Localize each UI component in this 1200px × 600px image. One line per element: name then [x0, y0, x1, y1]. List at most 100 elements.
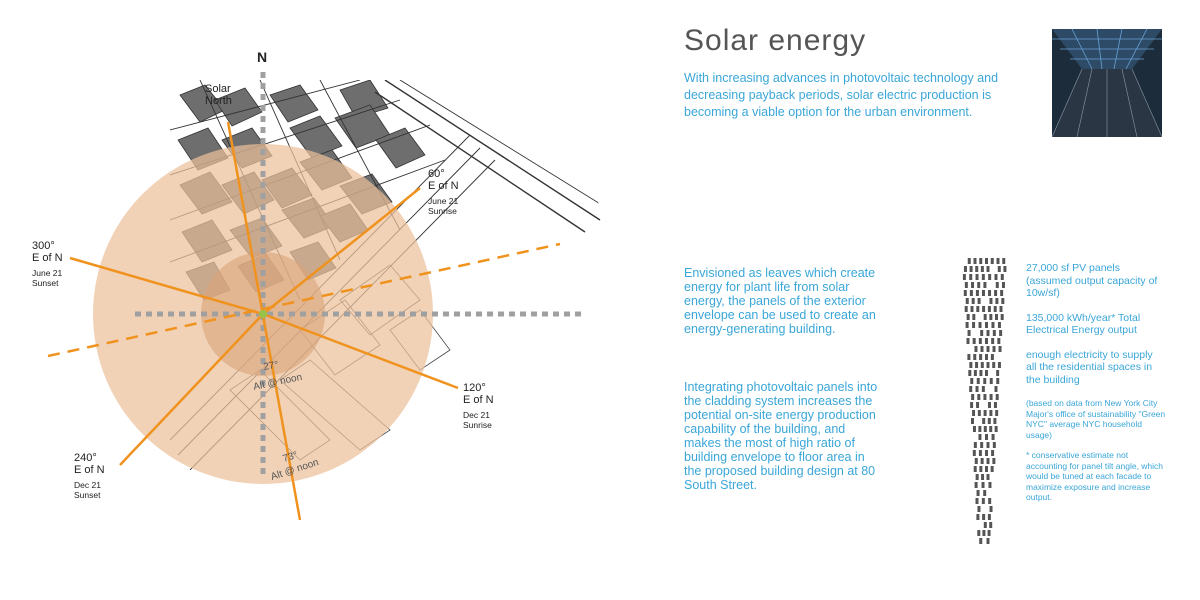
pv-panel-cell	[980, 458, 984, 464]
june-sunset-angle: 300°	[32, 240, 55, 252]
pv-panel-cell	[982, 306, 986, 312]
pv-panel-cell	[986, 458, 990, 464]
pv-panel-cell	[1002, 258, 1006, 264]
dec-sunrise-label: 120° E of N Dec 21 Sunrise	[463, 382, 503, 430]
pv-panel-cell	[981, 386, 985, 392]
pv-panel-cell	[983, 314, 987, 320]
pv-panel-cell	[1001, 282, 1005, 288]
pv-panel-cell	[969, 386, 973, 392]
stats-panel: 27,000 sf PV panels (assumed output capa…	[1026, 262, 1166, 513]
pv-panel-cell	[997, 322, 1001, 328]
pv-panel-cell	[989, 378, 993, 384]
sun-lines	[47, 121, 561, 521]
pv-panel-cell	[991, 434, 995, 440]
pv-panel-cell	[977, 530, 981, 536]
pv-panel-cell	[974, 346, 978, 352]
dec-sunset-label: 240° E of N Dec 21 Sunset	[74, 452, 110, 500]
pv-panel-cell	[981, 474, 985, 480]
pv-panel-cell	[976, 306, 980, 312]
pv-panel-cell	[988, 274, 992, 280]
pv-panel-cell	[973, 258, 977, 264]
pv-panel-cell	[997, 338, 1001, 344]
facade-photo	[1051, 28, 1163, 138]
pv-panel-cell	[989, 522, 993, 528]
body-paragraph-2: Integrating photovoltaic panels into the…	[684, 380, 878, 492]
pv-panel-cell	[966, 338, 970, 344]
pv-panel-cell	[999, 330, 1003, 336]
pv-panel-cell	[986, 266, 990, 272]
pv-panel-cell	[975, 274, 979, 280]
pv-panel-cell	[970, 306, 974, 312]
pv-panel-cell	[971, 418, 974, 424]
pv-panel-cell	[974, 482, 978, 488]
pv-panel-cell	[978, 434, 982, 440]
pv-panel-cell	[967, 354, 971, 360]
solar-site-diagram: N 27° Alt @ noon 73° Alt @ noon	[47, 49, 610, 521]
pv-panel-cell	[995, 314, 999, 320]
dec-sunrise-angle: 120°	[463, 382, 486, 394]
pv-panel-cell	[975, 386, 979, 392]
pv-panel-cell	[976, 378, 980, 384]
pv-panel-cell	[990, 354, 994, 360]
pv-panel-cell	[991, 338, 995, 344]
pv-panel-cell	[987, 418, 991, 424]
pv-panel-cell	[969, 266, 973, 272]
pv-panel-cell	[985, 322, 988, 328]
pv-panel-cell	[970, 402, 974, 408]
pv-panel-cell	[977, 394, 981, 400]
pv-panel-cell	[969, 274, 973, 280]
alt-large-deg: 73°	[282, 450, 300, 465]
stat-supply: enough electricity to supply all the res…	[1026, 348, 1153, 386]
stat-panels: 27,000 sf PV panels (assumed output capa…	[1026, 262, 1158, 299]
stat-energy: 135,000 kWh/year* Total Electrical Energ…	[1026, 311, 1141, 337]
pv-panel-cell	[994, 426, 998, 432]
pv-panel-cell	[985, 370, 988, 376]
pv-panel-cell	[980, 362, 984, 368]
solar-north-value: Solar North	[205, 83, 232, 107]
pv-panel-cell	[978, 322, 982, 328]
dec-sunset-e: E of N	[74, 464, 105, 476]
pv-panel-cell	[977, 298, 981, 304]
pv-panel-cell	[972, 450, 976, 456]
pv-panel-cell	[976, 514, 980, 520]
pv-panel-cell	[977, 282, 981, 288]
pv-panel-cell	[982, 418, 986, 424]
pv-panel-cell	[995, 282, 999, 288]
pv-panel-cell	[992, 346, 996, 352]
pv-panel-cell	[990, 466, 994, 472]
pv-panel-cell	[966, 314, 970, 320]
pv-panel-cell	[994, 386, 998, 392]
pv-panel-cell	[972, 322, 976, 328]
pv-panel-cell	[991, 450, 995, 456]
pv-panel-cell	[997, 362, 1001, 368]
pv-panel-cell	[978, 450, 982, 456]
pv-panel-cell	[977, 410, 981, 416]
pv-panel-cell	[965, 322, 969, 328]
pv-panel-cell	[975, 498, 979, 504]
pv-panel-cell	[985, 450, 988, 456]
pv-panel-cell	[996, 258, 1000, 264]
pv-panel-cell	[987, 306, 991, 312]
pv-panel-cell	[996, 378, 1000, 384]
pv-panel-cell	[987, 514, 991, 520]
pv-panel-cell	[974, 458, 978, 464]
pv-panel-cell	[979, 258, 983, 264]
pv-panel-cell	[977, 506, 981, 512]
stat-footnote: * conservative estimate not accounting f…	[1026, 450, 1164, 502]
pv-panel-cell	[986, 538, 990, 544]
pv-panel-cell	[972, 338, 976, 344]
pv-panel-cell	[995, 410, 999, 416]
pv-panel-cell	[983, 378, 987, 384]
pv-panel-cell	[985, 338, 988, 344]
pv-panel-cell	[980, 330, 984, 336]
pv-panel-cell	[986, 442, 990, 448]
pv-panel-cell	[980, 266, 984, 272]
pv-panel-cell	[979, 466, 983, 472]
pv-panel-cell	[985, 466, 988, 472]
pv-panel-cell	[973, 466, 977, 472]
pv-panel-cell	[996, 370, 1000, 376]
pv-panel-cell	[994, 290, 998, 296]
june-sunrise-sub: June 21 Sunrise	[428, 196, 459, 216]
pv-panel-cell	[981, 498, 985, 504]
june-sunrise-label: 60° E of N June 21 Sunrise	[428, 168, 468, 216]
